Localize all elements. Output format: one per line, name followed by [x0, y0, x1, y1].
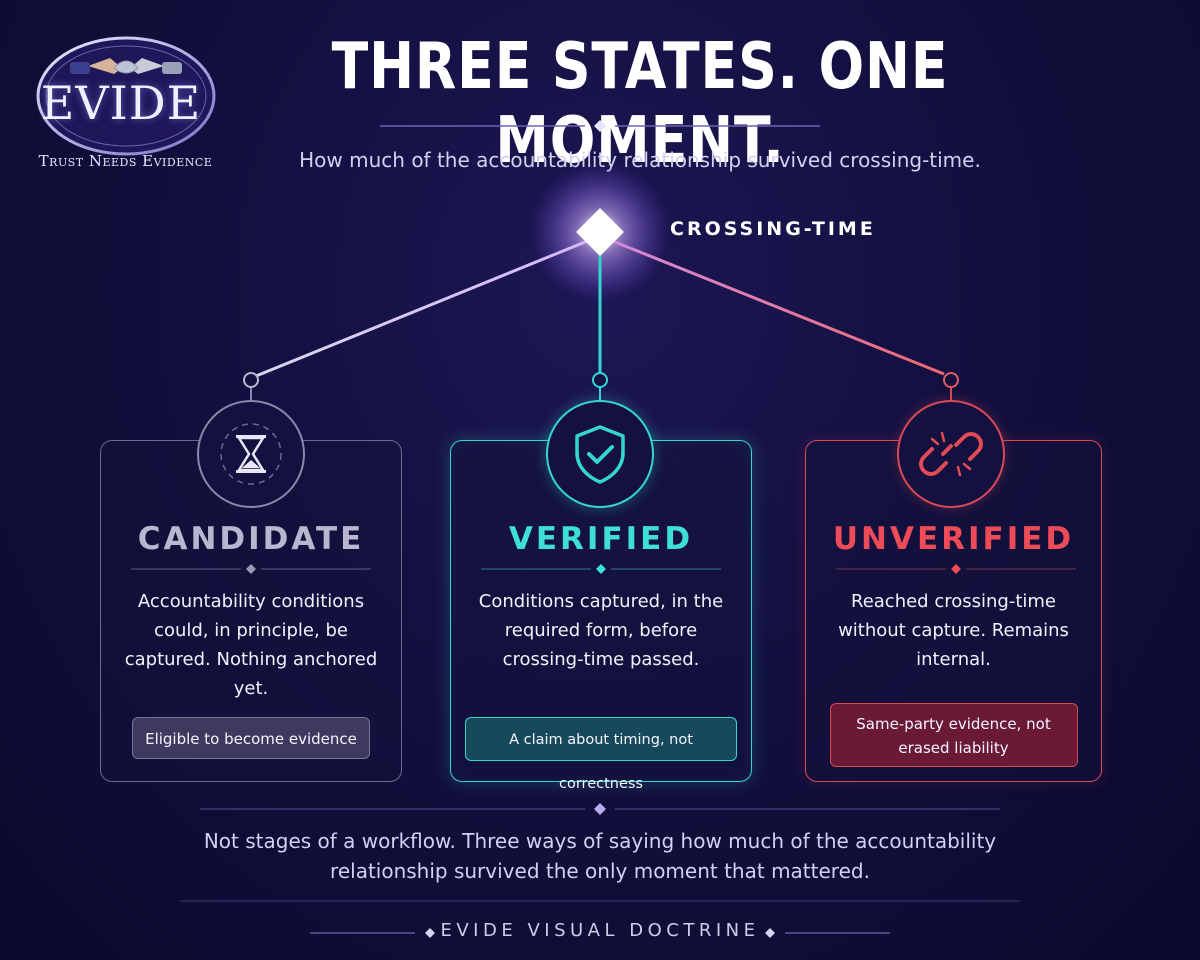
node-candidate	[243, 372, 259, 388]
evide-logo: EVIDE Trust Needs Evidence	[18, 24, 218, 170]
candidate-tag: Eligible to become evidence	[132, 717, 370, 759]
crossing-time-label: CROSSING-TIME	[670, 218, 876, 240]
diamond-icon	[765, 928, 775, 938]
verified-divider	[481, 564, 721, 574]
verified-badge	[546, 400, 654, 508]
footer-statement: Not stages of a workflow. Three ways of …	[203, 829, 997, 883]
unverified-description: Reached crossing-time without capture. R…	[838, 591, 1069, 670]
branch-line-unverified	[609, 238, 945, 376]
logo-emblem-icon	[36, 36, 216, 156]
verified-tag: A claim about timing, not correctness	[465, 717, 737, 792]
unverified-badge	[897, 400, 1005, 508]
page-subtitle: How much of the accountability relations…	[299, 148, 981, 172]
diamond-icon	[594, 803, 606, 815]
logo-wordmark: EVIDE	[40, 76, 202, 130]
shield-check-icon	[575, 425, 625, 484]
branch-line-candidate	[255, 238, 591, 378]
verified-title: VERIFIED	[508, 521, 694, 557]
candidate-title: CANDIDATE	[137, 521, 365, 557]
crossing-time-diamond-icon	[576, 208, 624, 256]
logo-tagline: Trust Needs Evidence	[38, 152, 213, 170]
candidate-badge	[197, 400, 305, 508]
verified-description: Conditions captured, in the required for…	[478, 591, 724, 670]
title-divider	[380, 120, 820, 132]
candidate-description: Accountability conditions could, in prin…	[124, 591, 378, 699]
footer-divider	[200, 803, 1000, 815]
page-title: THREE STATES. ONE MOMENT.	[331, 30, 949, 178]
unverified-title: UNVERIFIED	[832, 521, 1075, 557]
brand-footer: EVIDE VISUAL DOCTRINE	[440, 920, 760, 941]
footer-line	[180, 900, 1020, 902]
diamond-icon	[594, 120, 606, 132]
node-verified	[592, 372, 608, 388]
broken-link-icon	[919, 431, 983, 477]
candidate-divider	[131, 564, 371, 574]
unverified-divider	[836, 564, 1076, 574]
unverified-tag: Same-party evidence, not erased liabilit…	[829, 703, 1078, 767]
diamond-icon	[425, 928, 435, 938]
node-unverified	[943, 372, 959, 388]
verified-card: VERIFIED Conditions captured, in the req…	[450, 440, 752, 792]
hourglass-icon	[220, 423, 282, 485]
brand-rules	[310, 928, 890, 938]
